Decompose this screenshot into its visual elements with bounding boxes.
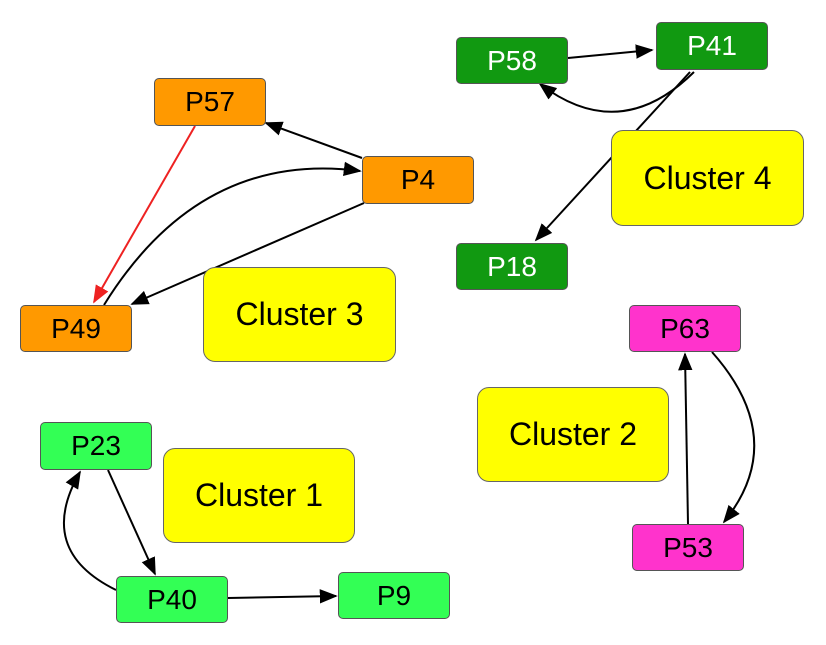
- edge-p4-p49: [130, 202, 365, 305]
- node-p23[interactable]: P23: [40, 422, 152, 470]
- cluster-1-label: Cluster 1: [163, 448, 355, 543]
- node-p9[interactable]: P9: [338, 572, 450, 619]
- node-p53[interactable]: P53: [632, 524, 744, 571]
- cluster-2-label: Cluster 2: [477, 387, 669, 482]
- edge-p23-p40: [107, 469, 156, 576]
- node-p18[interactable]: P18: [456, 243, 568, 290]
- node-p41[interactable]: P41: [656, 22, 768, 70]
- edge-p40-p9: [227, 589, 338, 604]
- edge-p4-p57: [264, 121, 363, 159]
- node-p49[interactable]: P49: [20, 305, 132, 352]
- cluster-3-label: Cluster 3: [203, 267, 396, 362]
- edge-p57-p49: [93, 125, 196, 304]
- edge-p58-p41: [567, 44, 654, 59]
- edge-p53-p63: [678, 352, 693, 525]
- edge-p63-p53: [711, 351, 756, 524]
- node-p4[interactable]: P4: [362, 156, 474, 204]
- edge-p40-p23: [63, 470, 117, 591]
- node-p58[interactable]: P58: [456, 37, 568, 84]
- node-p40[interactable]: P40: [116, 576, 228, 623]
- edge-p49-p4: [103, 161, 362, 306]
- node-p63[interactable]: P63: [629, 305, 741, 352]
- cluster-4-label: Cluster 4: [611, 130, 804, 226]
- node-p57[interactable]: P57: [154, 78, 266, 126]
